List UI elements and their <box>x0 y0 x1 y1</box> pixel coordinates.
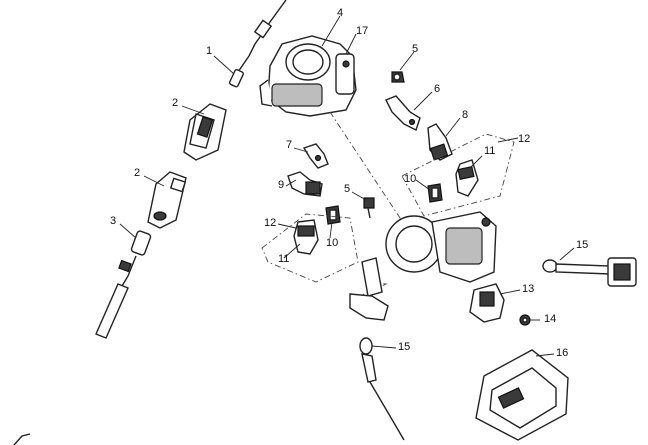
callout-14: 14 <box>544 313 557 325</box>
callout-2-upper: 2 <box>172 97 179 109</box>
part-14-nut <box>519 314 531 326</box>
callout-5-lower: 5 <box>344 183 351 195</box>
part-6-bracket <box>385 95 421 131</box>
callout-16: 16 <box>556 347 569 359</box>
part-11-injector-right <box>455 159 479 197</box>
part-5-bolt-lower <box>363 197 375 219</box>
lower-throttle-assembly <box>349 211 497 321</box>
callout-2-lower: 2 <box>134 167 141 179</box>
callout-13: 13 <box>522 283 535 295</box>
callout-7: 7 <box>286 139 293 151</box>
callout-11-right: 11 <box>484 145 496 157</box>
injector-group-outline-right <box>401 133 515 217</box>
callout-9: 9 <box>278 179 285 191</box>
part-11-injector-left <box>293 219 319 255</box>
part-10-clip-right <box>427 183 443 203</box>
part-8-sensor <box>427 123 453 161</box>
injector-group-outline-left <box>261 213 359 283</box>
part-10-clip-left <box>325 205 341 225</box>
callout-1: 1 <box>206 45 213 57</box>
callout-12-right: 12 <box>518 133 531 145</box>
callout-15-right: 15 <box>576 239 589 251</box>
callout-10-left: 10 <box>326 237 339 249</box>
part-2-sensor-lower <box>147 171 187 229</box>
part-13-bracket <box>469 283 505 323</box>
callout-5-upper: 5 <box>412 43 419 55</box>
part-16-ecu <box>475 349 569 441</box>
part-9-sensor <box>287 171 323 197</box>
part-3-cable-lower <box>95 230 152 339</box>
callout-6: 6 <box>434 83 441 95</box>
callout-17: 17 <box>356 25 369 37</box>
throttle-cable-upper <box>248 0 287 57</box>
part-15-sensor-right <box>542 257 637 287</box>
part-7-bracket <box>302 143 329 169</box>
callout-8: 8 <box>462 109 469 121</box>
callout-10-right: 10 <box>404 173 417 185</box>
leader-lines <box>119 15 575 357</box>
edge-fragment <box>13 433 31 445</box>
part-5-bolt-upper <box>391 71 405 83</box>
part-1-connector <box>228 55 250 88</box>
callout-4: 4 <box>337 7 344 19</box>
callout-12-left: 12 <box>264 217 277 229</box>
part-2-sensor-upper <box>183 103 227 161</box>
callout-11-left: 11 <box>278 253 290 265</box>
callout-3: 3 <box>110 215 117 227</box>
callout-15-lower: 15 <box>398 341 411 353</box>
throttle-body <box>259 35 357 117</box>
part-15-sensor-lower <box>359 337 405 441</box>
